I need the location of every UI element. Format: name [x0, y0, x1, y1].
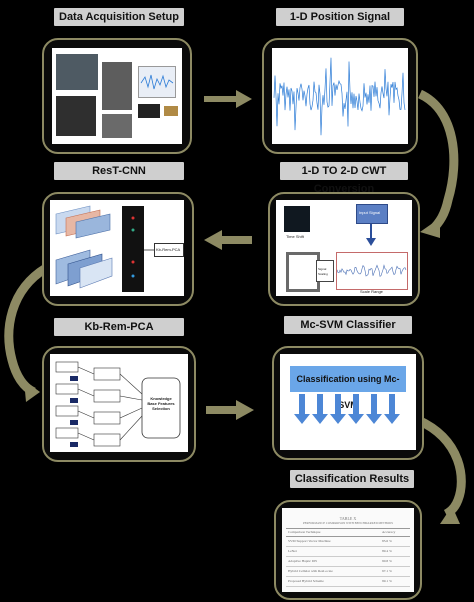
- photo-rig-1: [56, 54, 98, 90]
- cwt-diagram: Time Shift Input Signal Signal Scaling S…: [276, 200, 412, 296]
- cwt-signal-scaling-label: Signal Scaling: [318, 267, 328, 276]
- step-label-position-signal: 1-D Position Signal: [276, 8, 404, 26]
- results-table-subtitle: PERFORMANCE COMPARISON WITH BENCHMARKED …: [302, 521, 393, 525]
- svm-classification-text: Classification using Mc-SVM: [296, 374, 400, 410]
- results-accuracy-cell: 99.1 %: [382, 579, 392, 583]
- arrow-svm-to-results: [416, 415, 466, 519]
- panel-data-acquisition: [42, 38, 192, 154]
- arrow-signal-to-cwt: [417, 89, 459, 234]
- step-label-data-acquisition: Data Acquisition Setup: [54, 8, 184, 26]
- cwt-wave-box: [336, 252, 408, 290]
- svm-output-arrows: [294, 394, 400, 424]
- pca-diagram: Knowledge Base Features Selection: [50, 354, 188, 452]
- results-technique-cell: LeNet: [288, 549, 297, 553]
- results-table-row: Proposed Hybrid Scheme 99.1 %: [286, 578, 410, 587]
- panel-position-signal: [262, 38, 418, 154]
- signal-plot: [272, 48, 408, 144]
- photo-rig-2: [102, 62, 132, 110]
- pca-kbfs-label: Knowledge Base Features Selection: [147, 396, 175, 411]
- panel-rest-cnn: Kb-Rem-PCA: [42, 192, 194, 306]
- svm-classification-box: Classification using Mc-SVM: [290, 366, 406, 410]
- pca-flow: [55, 361, 181, 447]
- photo-motor: [102, 114, 132, 138]
- panel-cwt-conversion: Time Shift Input Signal Signal Scaling S…: [268, 192, 420, 306]
- cnn-dense-block: [122, 206, 144, 292]
- cwt-wave: [337, 264, 407, 277]
- results-table: Comparison Technique Accuracy SVM Suppor…: [286, 528, 410, 588]
- cwt-time-shift-label: Time Shift: [286, 234, 304, 239]
- results-table-row: LeNet 89.4 %: [286, 548, 410, 557]
- panel-classification-results: TABLE X PERFORMANCE COMPARISON WITH BENC…: [274, 500, 422, 600]
- results-table-panel: TABLE X PERFORMANCE COMPARISON WITH BENC…: [282, 508, 414, 592]
- step-label-rest-cnn: ResT-CNN: [54, 162, 184, 180]
- step-label-cwt-conversion: 1-D TO 2-D CWT Conversion: [280, 162, 408, 195]
- cnn-feature-maps-bottom: [55, 249, 113, 289]
- cwt-scale-range-label: Scale Range: [360, 289, 383, 294]
- step-label-classification-results: Classification Results: [290, 470, 414, 488]
- cwt-scalogram: [284, 206, 310, 232]
- results-table-row: Hybrid Cellular with ResLocate 97.1 %: [286, 568, 410, 577]
- cnn-diagram: Kb-Rem-PCA: [50, 200, 184, 296]
- step-label-mc-svm: Mc-SVM Classifier: [284, 316, 412, 334]
- cnn-feature-maps-top: [55, 205, 111, 239]
- cwt-scaling-box: Signal Scaling: [316, 260, 334, 282]
- arrow-cwt-to-cnn: [204, 230, 252, 250]
- arrow-pca-to-svm: [206, 400, 254, 420]
- results-accuracy-cell: 97.1 %: [382, 569, 392, 573]
- results-accuracy-cell: 85.6 %: [382, 539, 392, 543]
- results-technique-cell: Hybrid Cellular with ResLocate: [288, 569, 333, 573]
- results-table-header-accuracy: Accuracy: [382, 530, 396, 534]
- photo-sensor: [138, 104, 160, 118]
- results-table-header-technique: Comparison Technique: [288, 530, 321, 534]
- results-accuracy-cell: 90.8 %: [382, 559, 392, 563]
- panel-kb-rem-pca: Knowledge Base Features Selection: [42, 346, 196, 462]
- acquisition-photos: [52, 48, 182, 144]
- step-label-kb-rem-pca: Kb-Rem-PCA: [54, 318, 184, 336]
- cnn-output-box: Kb-Rem-PCA: [154, 243, 184, 257]
- results-technique-cell: Proposed Hybrid Scheme: [288, 579, 324, 583]
- signal-waveform: [273, 57, 406, 136]
- results-technique-cell: Adaptive Haptic DN: [288, 559, 317, 563]
- svm-diagram: Classification using Mc-SVM: [280, 354, 416, 450]
- cwt-input-signal-box: Input Signal: [356, 204, 388, 224]
- cwt-frame-left: [286, 252, 320, 292]
- results-table-row: SVM Support Vector Machine 85.6 %: [286, 538, 410, 547]
- arrow-cnn-to-pca: [4, 264, 49, 397]
- results-table-title: TABLE X: [339, 516, 357, 521]
- arrow-acquisition-to-signal: [204, 90, 252, 108]
- photo-machine: [56, 96, 96, 136]
- results-accuracy-cell: 89.4 %: [382, 549, 392, 553]
- cnn-output-label: Kb-Rem-PCA: [156, 247, 181, 252]
- photo-board: [164, 106, 178, 116]
- panel-mc-svm: Classification using Mc-SVM: [272, 346, 424, 460]
- photo-screen: [138, 66, 176, 98]
- results-table-header-row: Comparison Technique Accuracy: [286, 528, 410, 537]
- results-table-row: Adaptive Haptic DN 90.8 %: [286, 558, 410, 567]
- cwt-input-signal-label: Input Signal: [359, 210, 381, 215]
- results-technique-cell: SVM Support Vector Machine: [288, 539, 331, 543]
